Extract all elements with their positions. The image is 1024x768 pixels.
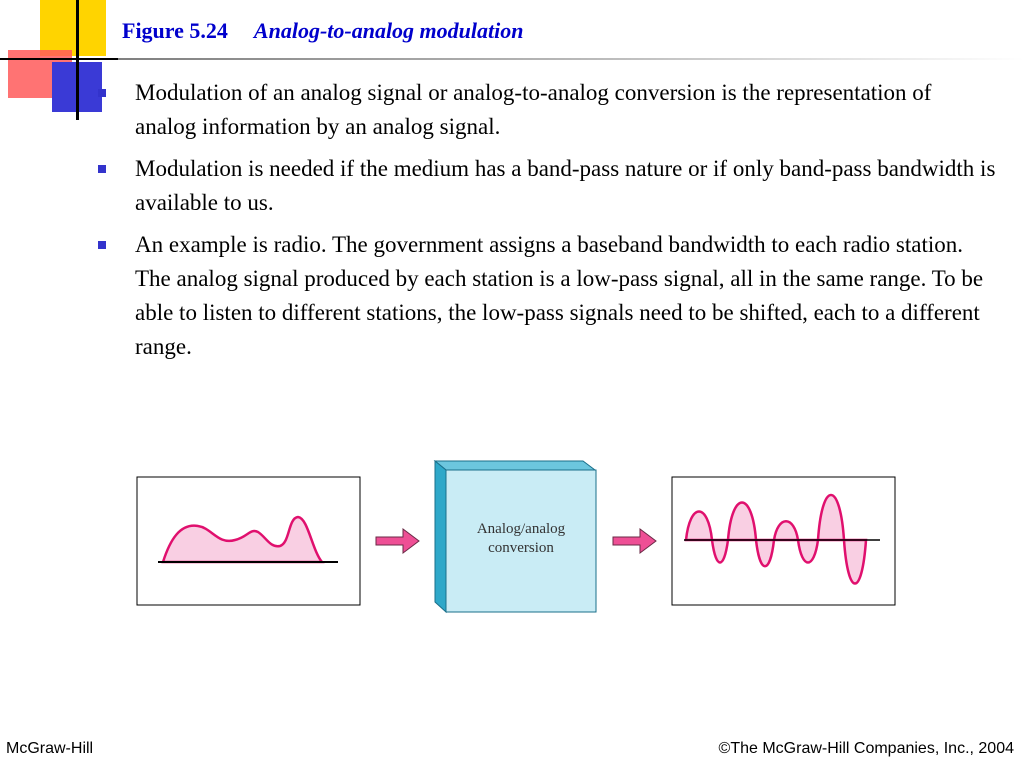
figure-title: Analog-to-analog modulation (253, 18, 524, 43)
conversion-block-top (433, 460, 597, 471)
title-rule (118, 58, 1024, 60)
square-bullet-icon (98, 165, 106, 173)
footer-publisher: McGraw-Hill (6, 740, 94, 757)
footer-copyright: ©The McGraw-Hill Companies, Inc., 2004 (718, 740, 1014, 757)
square-bullet-icon (98, 89, 106, 97)
input-arrow-icon (375, 528, 420, 554)
bullet-item: Modulation of an analog signal or analog… (96, 76, 996, 144)
deco-yellow-square (40, 0, 106, 56)
conversion-block-face (445, 469, 597, 613)
deco-horizontal-line (0, 58, 120, 60)
bullet-item: Modulation is needed if the medium has a… (96, 152, 996, 220)
output-arrow-icon (612, 528, 657, 554)
conversion-block-label: Analog/analog conversion (476, 521, 566, 556)
deco-vertical-line (76, 0, 79, 120)
square-bullet-icon (98, 241, 106, 249)
page-title: Figure 5.24 Analog-to-analog modulation (122, 18, 523, 44)
bullet-item: An example is radio. The government assi… (96, 228, 996, 364)
analog-input-signal (161, 515, 325, 564)
bullet-list: Modulation of an analog signal or analog… (96, 76, 996, 372)
conversion-block-side (434, 459, 447, 614)
figure-number: Figure 5.24 (122, 18, 228, 43)
